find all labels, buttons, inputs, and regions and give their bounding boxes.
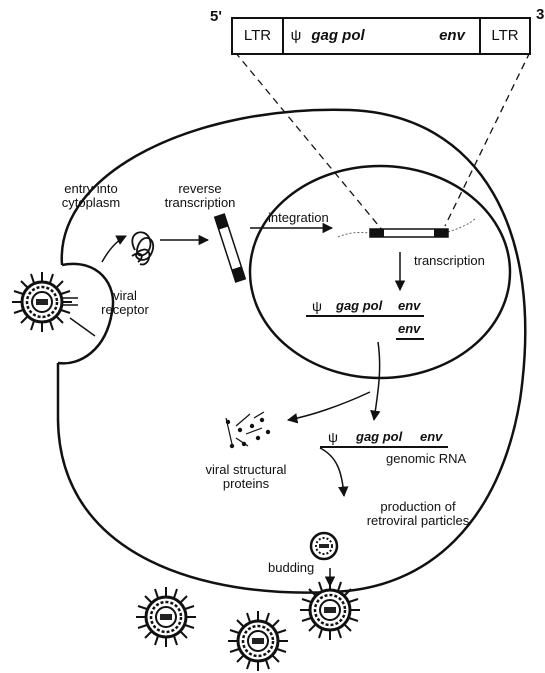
viral-structural-proteins-label: viral structural proteins (190, 463, 302, 491)
transcription-label: transcription (414, 254, 485, 268)
psi-label: ψ (287, 18, 305, 54)
three-prime-label: 3' (536, 8, 545, 22)
viral-receptor-line2: receptor (90, 303, 160, 317)
structural-line1: viral structural (190, 463, 302, 477)
integration-label: integration (268, 211, 329, 225)
ltr-right-label: LTR (480, 18, 530, 54)
ltr-left-label: LTR (232, 18, 283, 54)
viral-receptor-line1: viral (90, 289, 160, 303)
entry-label-line1: entry into (46, 182, 136, 196)
viral-structural-proteins-icon (226, 412, 270, 448)
assembling-particle (311, 533, 337, 559)
env-label: env (432, 18, 472, 54)
virion-budding (300, 580, 360, 640)
structural-line2: proteins (190, 477, 302, 491)
reverse-transcription-label: reverse transcription (150, 182, 250, 210)
budding-label: budding (268, 561, 314, 575)
cyto-gag-pol-label: gag pol (356, 430, 402, 444)
nuclear-env-label: env (398, 299, 420, 313)
production-label: production of retroviral particles (348, 500, 488, 528)
virion-released-1 (136, 587, 196, 647)
viral-rna-tangle (132, 232, 153, 264)
rt-label-line2: transcription (150, 196, 250, 210)
nuclear-env-spliced-label: env (398, 322, 420, 336)
virion-released-2 (228, 611, 288, 671)
entry-label: entry into cytoplasm (46, 182, 136, 210)
production-line1: production of (348, 500, 488, 514)
entry-label-line2: cytoplasm (46, 196, 136, 210)
cyto-psi-label: ψ (328, 430, 338, 444)
nuclear-psi-label: ψ (312, 299, 322, 313)
production-line2: retroviral particles (348, 514, 488, 528)
reverse-transcribed-dna (215, 214, 246, 282)
virion-entering (12, 272, 72, 332)
genomic-rna-label: genomic RNA (386, 452, 466, 466)
nucleus (250, 166, 510, 378)
nuclear-gag-pol-label: gag pol (336, 299, 382, 313)
five-prime-label: 5' (210, 10, 222, 24)
cyto-env-label: env (420, 430, 442, 444)
rt-label-line1: reverse (150, 182, 250, 196)
gag-pol-label: gag pol (306, 18, 370, 54)
viral-receptor-label: viral receptor (90, 289, 160, 317)
